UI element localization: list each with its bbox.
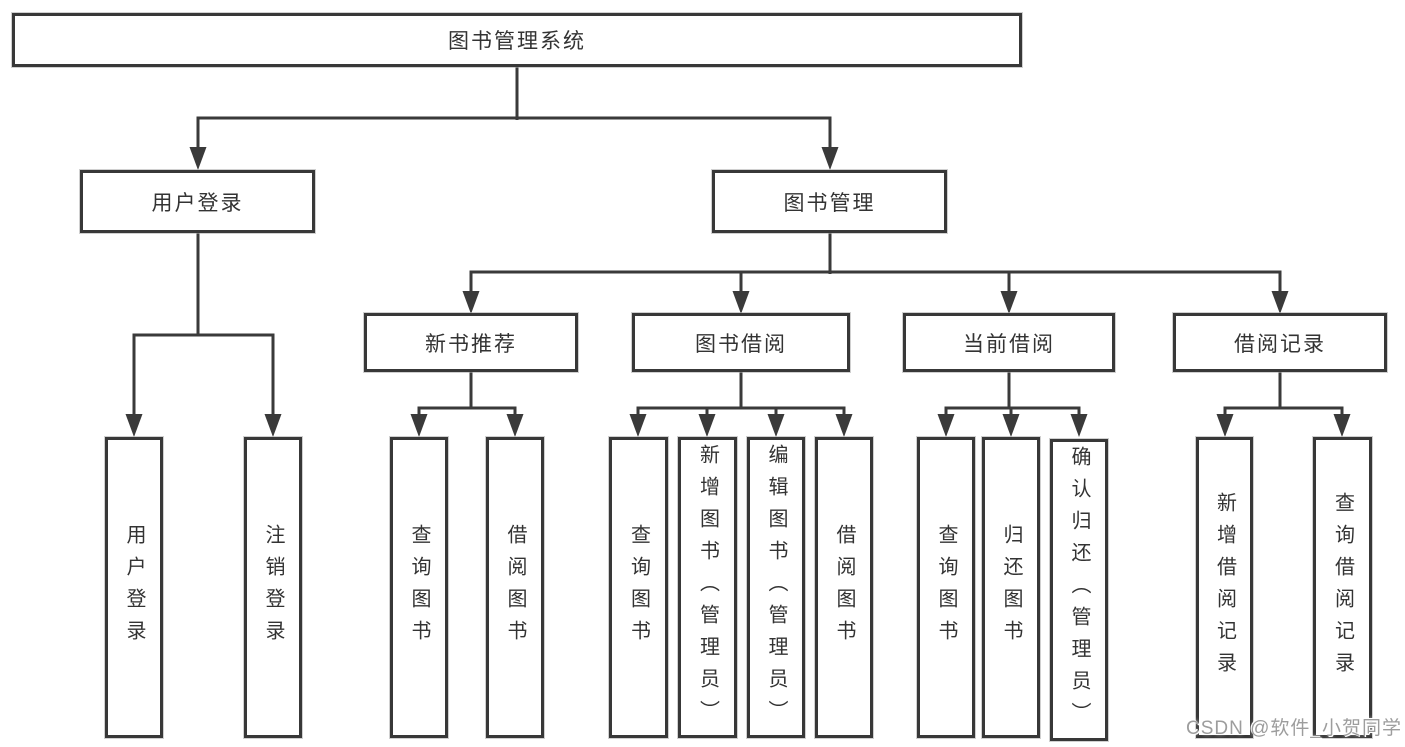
leaf-user-login: 用户登录 bbox=[105, 437, 163, 738]
leaf-confirm-return-admin-label: 确认归还（管理员） bbox=[1068, 446, 1090, 734]
leaf-borrow-books-recommend-label: 借阅图书 bbox=[504, 523, 526, 652]
leaf-query-borrow-record: 查询借阅记录 bbox=[1313, 437, 1372, 738]
leaf-query-books-recommend-label: 查询图书 bbox=[408, 523, 430, 652]
leaf-add-book-admin-label: 新增图书（管理员） bbox=[696, 443, 719, 732]
leaf-query-books-current-label: 查询图书 bbox=[935, 523, 957, 652]
node-current-borrow: 当前借阅 bbox=[903, 313, 1115, 372]
leaf-query-books-borrow: 查询图书 bbox=[609, 437, 668, 738]
leaf-edit-book-admin: 编辑图书（管理员） bbox=[747, 437, 805, 738]
leaf-add-book-admin: 新增图书（管理员） bbox=[678, 437, 737, 738]
node-borrow-records-label: 借阅记录 bbox=[1234, 332, 1326, 356]
leaf-logout-label: 注销登录 bbox=[262, 523, 284, 652]
leaf-logout: 注销登录 bbox=[244, 437, 302, 738]
leaf-return-book-label: 归还图书 bbox=[1000, 523, 1022, 652]
leaf-query-books-borrow-label: 查询图书 bbox=[627, 523, 650, 652]
node-book-management: 图书管理 bbox=[712, 170, 947, 233]
node-user-login-label: 用户登录 bbox=[151, 191, 244, 215]
node-new-book-recommend: 新书推荐 bbox=[364, 313, 578, 372]
leaf-user-login-label: 用户登录 bbox=[123, 523, 145, 652]
leaf-borrow-books-recommend: 借阅图书 bbox=[486, 437, 544, 738]
node-current-borrow-label: 当前借阅 bbox=[963, 332, 1055, 356]
node-book-borrow-label: 图书借阅 bbox=[695, 332, 787, 356]
leaf-return-book: 归还图书 bbox=[982, 437, 1040, 738]
node-library-system: 图书管理系统 bbox=[12, 13, 1022, 67]
leaf-borrow-books-label: 借阅图书 bbox=[833, 523, 855, 652]
leaf-borrow-books: 借阅图书 bbox=[815, 437, 873, 738]
leaf-add-borrow-record-label: 新增借阅记录 bbox=[1213, 491, 1236, 684]
watermark: CSDN @软件_小贺同学 bbox=[1186, 718, 1402, 739]
node-library-system-label: 图书管理系统 bbox=[448, 30, 586, 53]
node-book-management-label: 图书管理 bbox=[783, 191, 876, 215]
node-new-book-recommend-label: 新书推荐 bbox=[425, 332, 517, 356]
leaf-confirm-return-admin: 确认归还（管理员） bbox=[1050, 439, 1108, 741]
node-book-borrow: 图书借阅 bbox=[632, 313, 850, 372]
leaf-query-books-current: 查询图书 bbox=[917, 437, 975, 738]
leaf-edit-book-admin-label: 编辑图书（管理员） bbox=[765, 443, 787, 732]
leaf-query-books-recommend: 查询图书 bbox=[390, 437, 448, 738]
leaf-query-borrow-record-label: 查询借阅记录 bbox=[1331, 491, 1354, 684]
node-borrow-records: 借阅记录 bbox=[1173, 313, 1387, 372]
node-user-login: 用户登录 bbox=[80, 170, 315, 233]
leaf-add-borrow-record: 新增借阅记录 bbox=[1196, 437, 1253, 738]
